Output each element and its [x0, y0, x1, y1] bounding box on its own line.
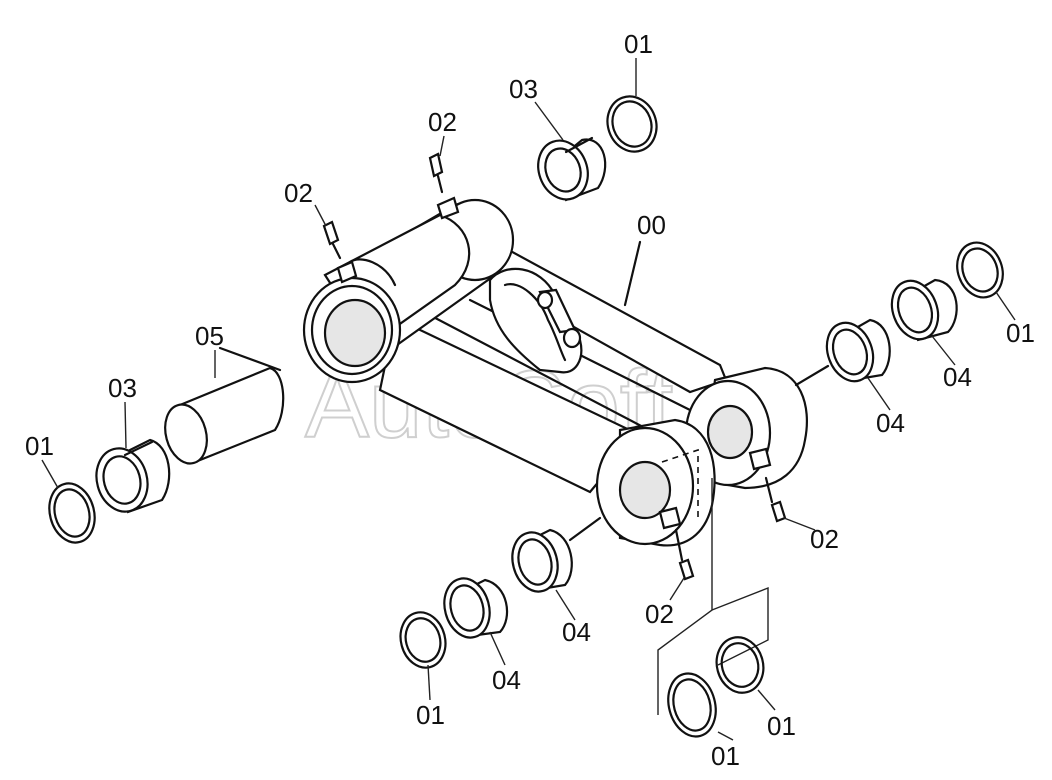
- callout-00: 00: [637, 210, 666, 240]
- callout-03-top: 03: [509, 74, 538, 104]
- callout-02-right: 02: [810, 524, 839, 554]
- callout-03-left: 03: [108, 373, 137, 403]
- callout-01-right: 01: [1006, 318, 1035, 348]
- grease-nipple-02-left: [322, 220, 342, 260]
- callout-04-right-inner: 04: [876, 408, 905, 438]
- seal-ring-01-bottom-mid: [715, 636, 765, 694]
- callout-04-right-outer: 04: [943, 362, 972, 392]
- bushing-04-right-outer: [890, 278, 958, 342]
- callout-04-bottom-inner: 04: [562, 617, 591, 647]
- link-body-00: [302, 196, 809, 715]
- leader-lines: [41, 58, 1016, 741]
- seal-ring-01-bottom-right: [667, 672, 717, 738]
- callout-02-left: 02: [284, 178, 313, 208]
- seal-ring-01-top: [606, 95, 658, 153]
- callout-01-bottom-mid: 01: [767, 711, 796, 741]
- callout-01-bottom-right: 01: [711, 741, 740, 771]
- grease-nipple-02-bottom: [674, 528, 695, 581]
- callout-02-bottom: 02: [645, 599, 674, 629]
- callout-04-bottom-outer: 04: [492, 665, 521, 695]
- seal-ring-01-bottom-left: [399, 611, 447, 669]
- callout-05: 05: [195, 321, 224, 351]
- bushing-04-bottom-inner: [511, 516, 602, 593]
- callout-01-bottom-left: 01: [416, 700, 445, 730]
- callout-01-top: 01: [624, 29, 653, 59]
- bushing-04-bottom-outer: [443, 577, 509, 639]
- callout-02-top: 02: [428, 107, 457, 137]
- seal-ring-01-right: [956, 241, 1004, 299]
- bushing-03-left: [95, 438, 171, 514]
- seal-ring-01-left: [48, 482, 96, 544]
- sleeve-05: [164, 346, 285, 465]
- bushing-04-right-inner: [794, 318, 891, 387]
- bushing-03-top: [537, 136, 607, 202]
- grease-nipple-02-top: [428, 152, 444, 194]
- callout-01-left: 01: [25, 431, 54, 461]
